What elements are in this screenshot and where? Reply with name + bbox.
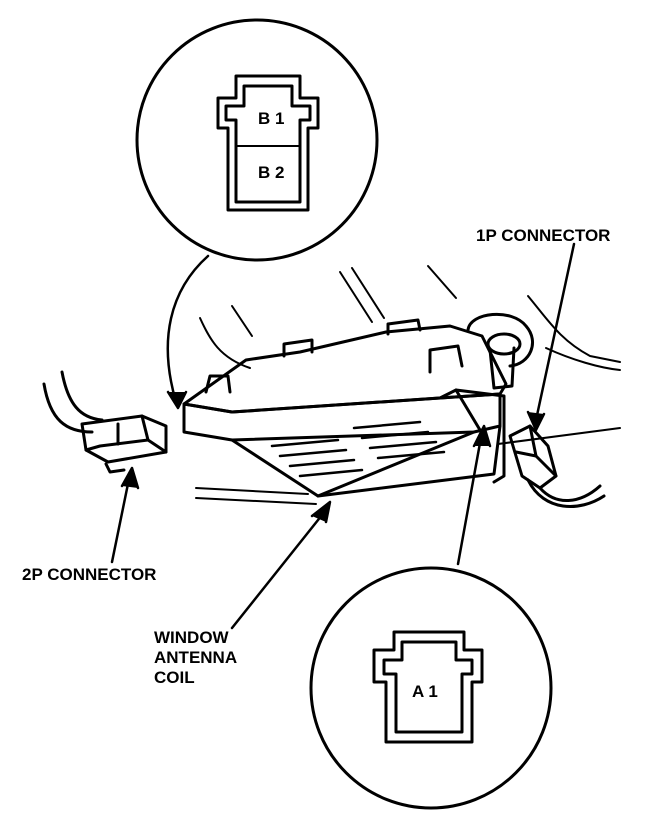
connector-face-2p bbox=[216, 74, 320, 212]
terminal-b1-label: B 1 bbox=[258, 109, 284, 128]
antenna-coil-label-line-2: ANTENNA bbox=[154, 648, 238, 667]
plug-2p bbox=[42, 370, 168, 474]
connector-face-1p bbox=[372, 630, 484, 744]
plug-1p bbox=[508, 424, 606, 508]
vehicle-panel-lines bbox=[195, 265, 621, 505]
detail-circle-2p: B 1 B 2 bbox=[135, 18, 379, 262]
antenna-coil-label: WINDOW ANTENNA COIL bbox=[154, 628, 237, 688]
terminal-a1-label: A 1 bbox=[412, 682, 438, 701]
antenna-coil-label-line-3: COIL bbox=[154, 668, 195, 687]
terminal-b2-label: B 2 bbox=[258, 163, 284, 182]
connector-2p-label: 2P CONNECTOR bbox=[22, 565, 157, 584]
antenna-coil-housing bbox=[182, 318, 508, 498]
detail-circle-1p: A 1 bbox=[309, 566, 553, 810]
vent-slots bbox=[270, 420, 446, 478]
connector-1p-label: 1P CONNECTOR bbox=[476, 226, 611, 245]
antenna-coil-label-line-1: WINDOW bbox=[154, 628, 229, 647]
mount-bracket bbox=[466, 312, 535, 390]
leader-arrows bbox=[110, 242, 576, 630]
